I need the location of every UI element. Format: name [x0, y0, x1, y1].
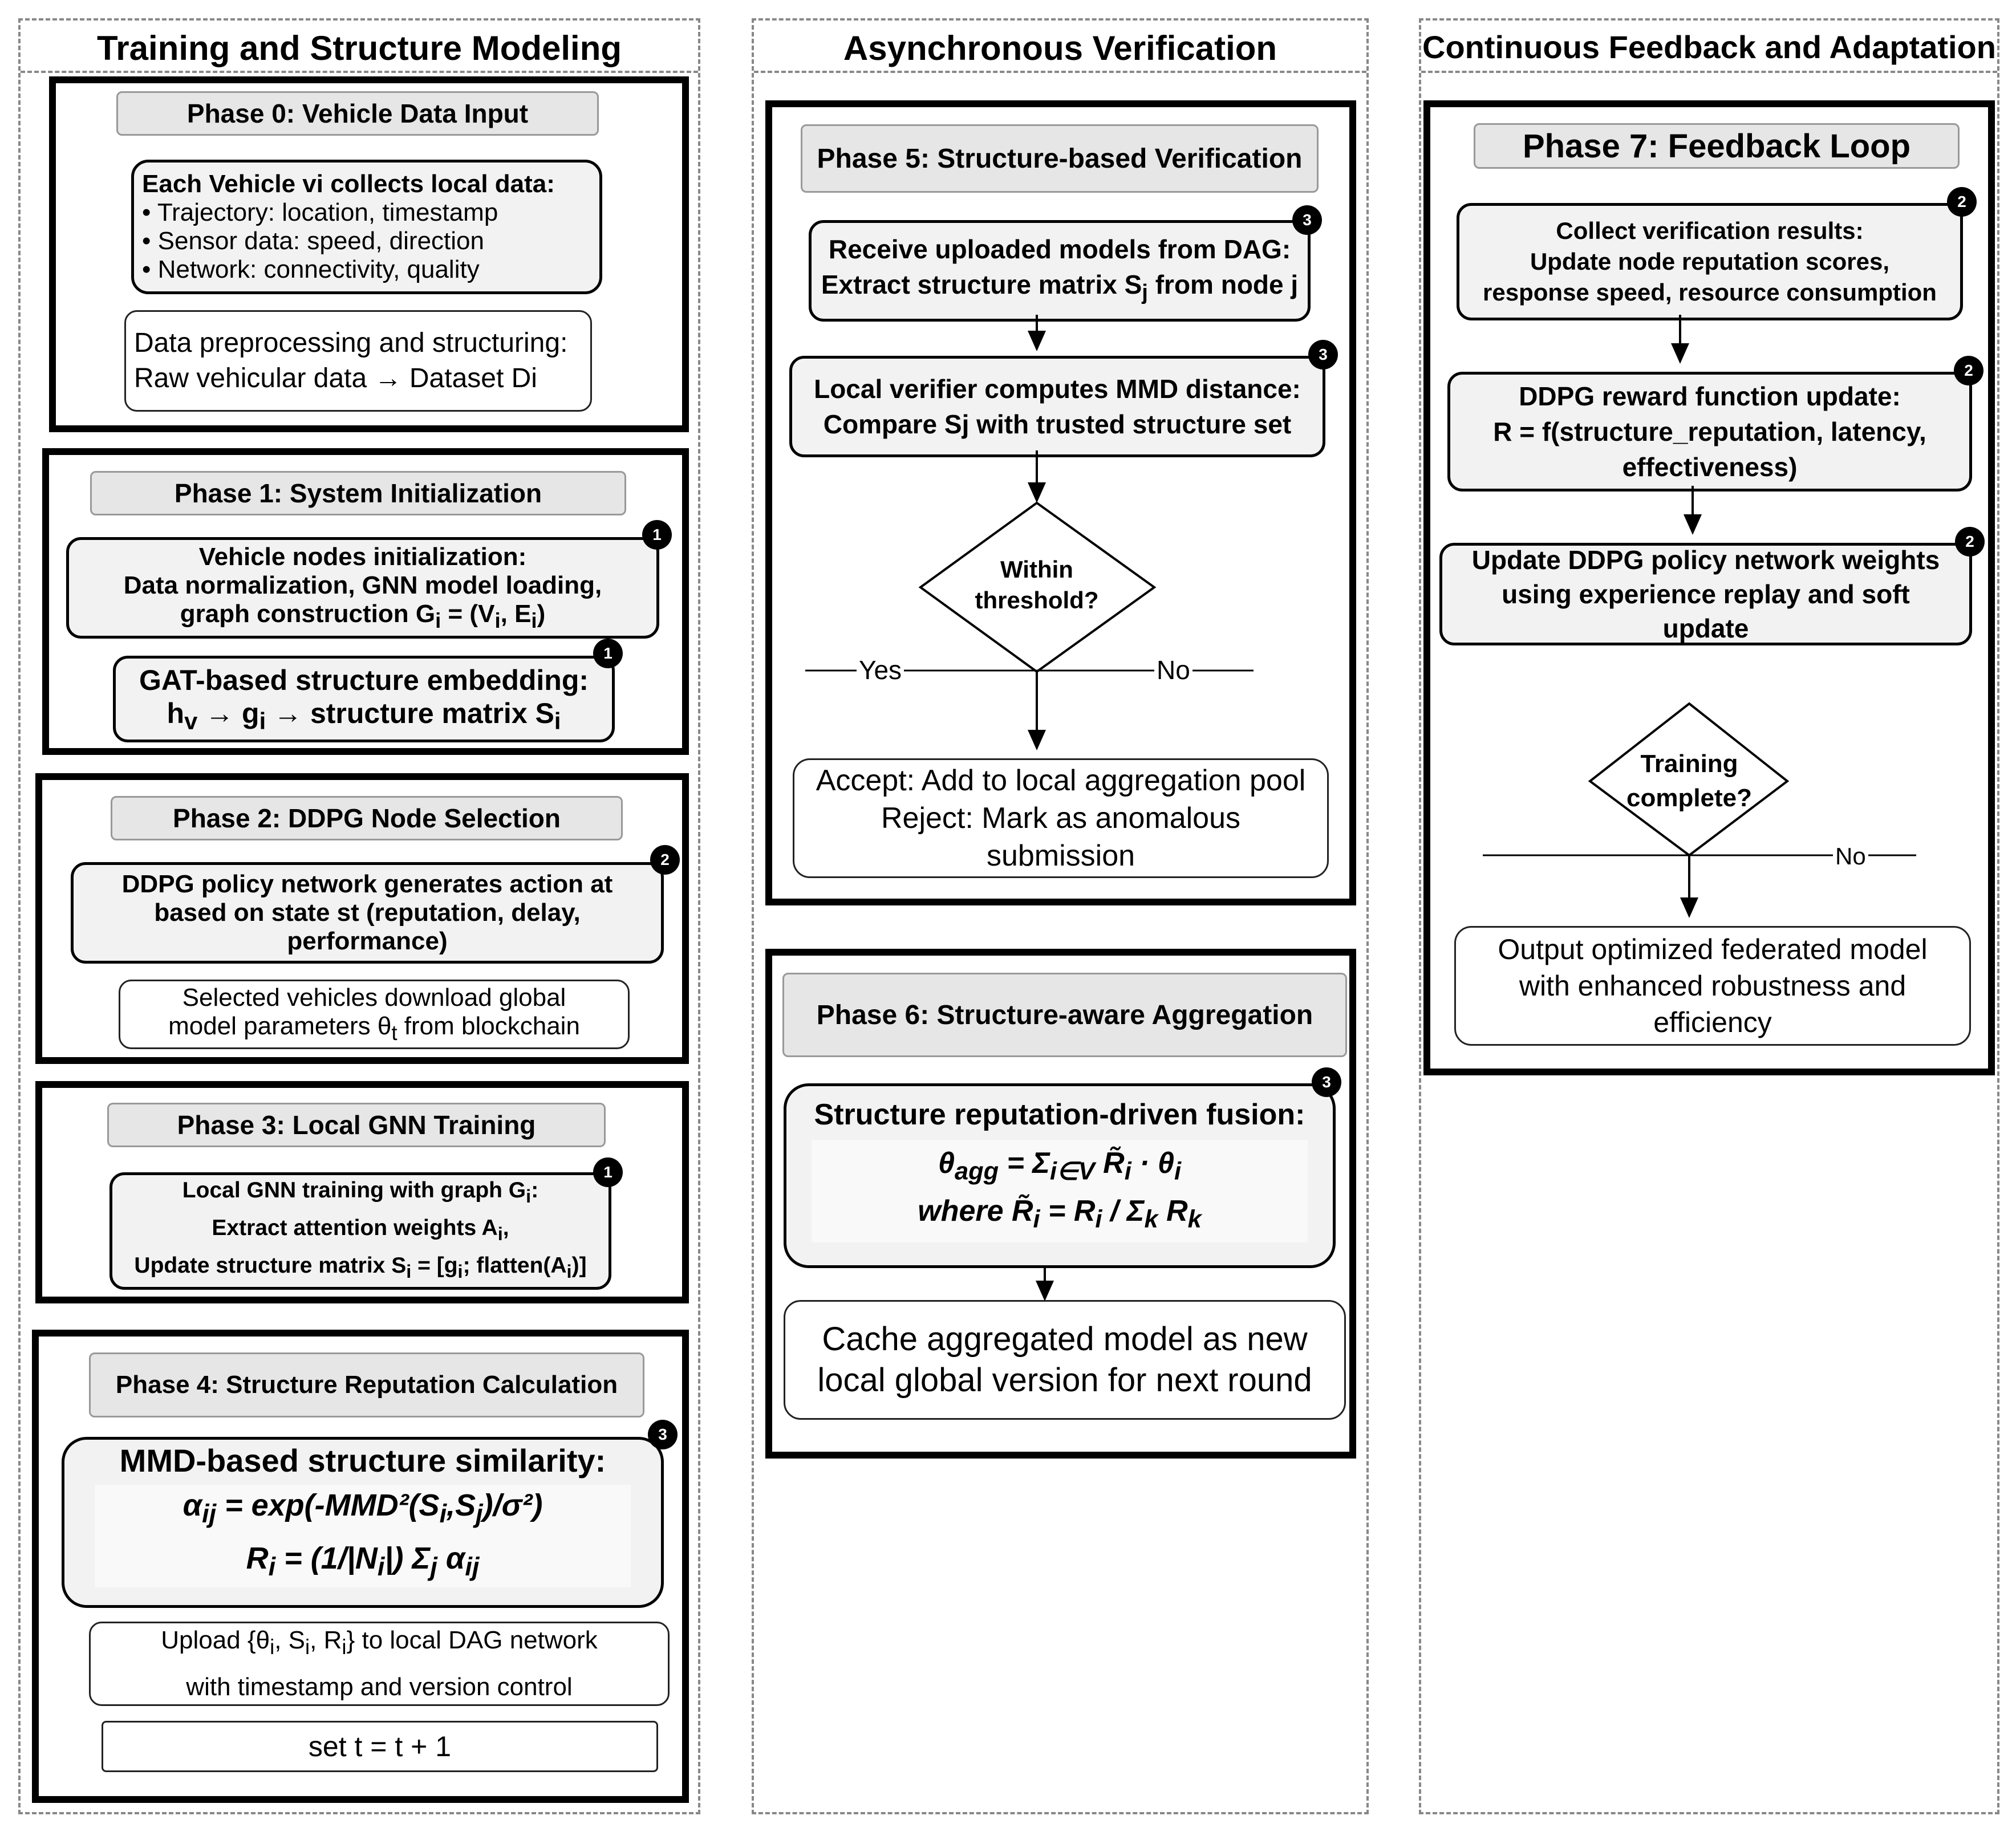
upload-dag-box: Upload {θi, Si, Ri} to local DAG network… — [89, 1622, 670, 1706]
accept-reject-box: Accept: Add to local aggregation pool Re… — [793, 758, 1329, 878]
vehicle-data-box: Each Vehicle vi collects local data: • T… — [131, 160, 602, 294]
phase-6-panel: Phase 6: Structure-aware Aggregation Str… — [765, 949, 1356, 1459]
policy-weights-box: Update DDPG policy network weights using… — [1439, 543, 1972, 645]
reputation-formula: αij = exp(-MMD²(Si,Sj)/σ²) Ri = (1/|Ni|)… — [95, 1485, 631, 1587]
phase-0-panel: Phase 0: Vehicle Data Input Each Vehicle… — [49, 76, 689, 432]
complexity-badge: 1 — [593, 1157, 623, 1187]
complexity-badge: 2 — [1955, 527, 1985, 556]
phase-2-panel: Phase 2: DDPG Node Selection DDPG policy… — [35, 773, 689, 1064]
no-label: No — [1833, 843, 1868, 870]
training-complete-text: Training complete? — [1626, 750, 1753, 812]
complexity-badge: 2 — [1947, 187, 1977, 217]
complexity-badge: 3 — [648, 1420, 678, 1449]
complexity-badge: 3 — [1292, 205, 1322, 235]
phase-1-title: Phase 1: System Initialization — [90, 471, 626, 515]
phase-2-title: Phase 2: DDPG Node Selection — [111, 796, 623, 840]
reward-update-box: DDPG reward function update: R = f(struc… — [1447, 372, 1972, 491]
complexity-badge: 2 — [1954, 356, 1983, 385]
collect-results-box: Collect verification results: Update nod… — [1457, 203, 1963, 320]
preprocess-box: Data preprocessing and structuring: Raw … — [124, 310, 592, 412]
ddpg-policy-box: DDPG policy network generates action at … — [71, 862, 664, 964]
aggregation-formula: θagg = Σi∈V R̃i · θi where R̃i = Ri / Σk… — [812, 1140, 1308, 1242]
phase-4-panel: Phase 4: Structure Reputation Calculatio… — [32, 1330, 689, 1803]
no-label: No — [1154, 655, 1192, 685]
complexity-badge: 3 — [1308, 340, 1338, 369]
phase-5-panel: Phase 5: Structure-based Verification Re… — [765, 100, 1356, 905]
threshold-decision-text: Within threshold? — [975, 556, 1099, 614]
lane-title-training: Training and Structure Modeling — [96, 29, 622, 67]
gat-embedding-box: GAT-based structure embedding: hv → gi →… — [113, 656, 615, 742]
node-init-box: Vehicle nodes initialization: Data norma… — [66, 537, 659, 639]
lane-feedback: Continuous Feedback and Adaptation — [1419, 18, 1999, 1814]
fusion-box: Structure reputation-driven fusion: θagg… — [784, 1083, 1336, 1268]
lane-verification: Asynchronous Verification — [752, 18, 1369, 1814]
lane-title-verification: Asynchronous Verification — [843, 29, 1277, 67]
phase-7-title: Phase 7: Feedback Loop — [1474, 123, 1960, 169]
phase-7-panel: Phase 7: Feedback Loop Collect verificat… — [1423, 100, 1995, 1075]
local-gnn-box: Local GNN training with graph Gi: Extrac… — [109, 1172, 611, 1290]
lane-title-feedback: Continuous Feedback and Adaptation — [1422, 29, 1996, 65]
complexity-badge: 1 — [593, 639, 623, 668]
phase-4-title: Phase 4: Structure Reputation Calculatio… — [89, 1352, 644, 1417]
phase-6-title: Phase 6: Structure-aware Aggregation — [782, 973, 1347, 1057]
cache-model-box: Cache aggregated model as new local glob… — [784, 1300, 1346, 1420]
phase-3-panel: Phase 3: Local GNN Training Local GNN tr… — [35, 1081, 689, 1303]
complexity-badge: 1 — [642, 520, 672, 550]
download-params-box: Selected vehicles download global model … — [119, 980, 630, 1049]
yes-label: Yes — [857, 655, 904, 685]
mmd-similarity-box: MMD-based structure similarity: αij = ex… — [62, 1437, 664, 1608]
phase-5-title: Phase 5: Structure-based Verification — [801, 124, 1319, 193]
output-model-box: Output optimized federated model with en… — [1454, 926, 1971, 1046]
lane-divider — [1421, 71, 1997, 73]
mmd-distance-box: Local verifier computes MMD distance: Co… — [789, 356, 1325, 457]
phase-0-title: Phase 0: Vehicle Data Input — [116, 91, 599, 136]
increment-round-box: set t = t + 1 — [102, 1721, 658, 1772]
receive-models-box: Receive uploaded models from DAG: Extrac… — [809, 220, 1311, 322]
lane-training: Training and Structure Modeling — [18, 18, 700, 1814]
phase-1-panel: Phase 1: System Initialization Vehicle n… — [42, 448, 689, 755]
complexity-badge: 3 — [1312, 1067, 1341, 1097]
phase-3-title: Phase 3: Local GNN Training — [107, 1103, 606, 1147]
lane-divider — [754, 71, 1366, 73]
lane-divider — [21, 71, 698, 73]
complexity-badge: 2 — [650, 845, 680, 875]
